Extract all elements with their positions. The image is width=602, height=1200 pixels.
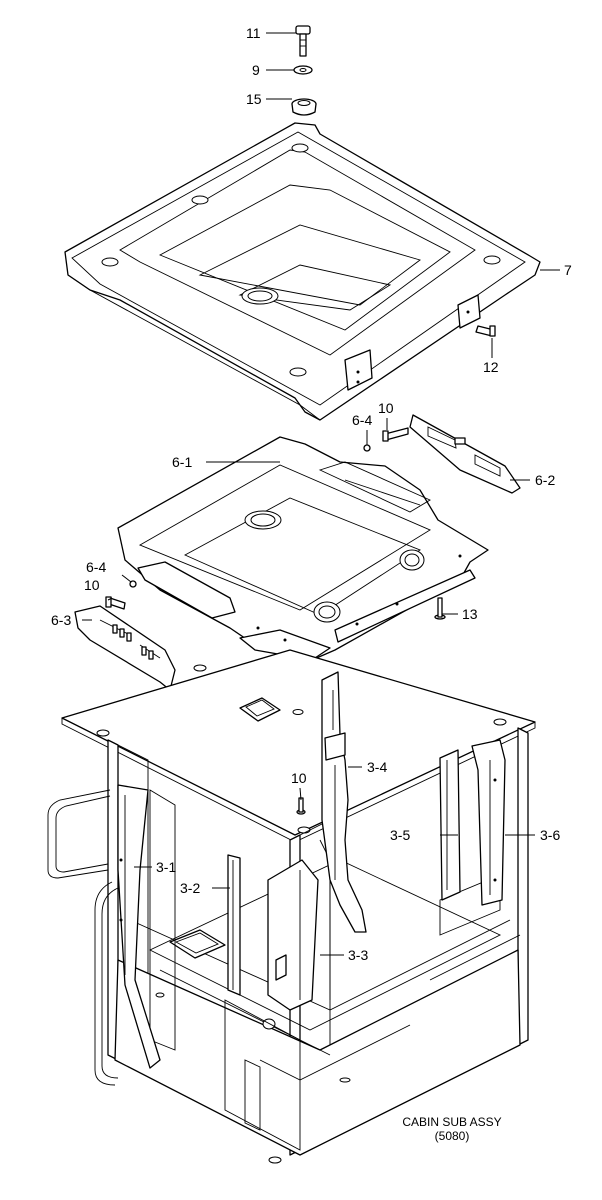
label-15: 15 bbox=[246, 91, 262, 107]
trim-3-2 bbox=[227, 854, 241, 996]
screw-10-lower bbox=[105, 596, 126, 610]
leader-lines bbox=[82, 32, 560, 956]
label-3-1: 3-1 bbox=[156, 859, 176, 875]
label-9: 9 bbox=[252, 62, 260, 78]
label-12: 12 bbox=[483, 359, 499, 375]
clip-6-4-upper bbox=[363, 444, 371, 452]
trim-6-3 bbox=[74, 605, 176, 691]
label-3-4: 3-4 bbox=[367, 759, 387, 775]
label-6-2: 6-2 bbox=[535, 472, 555, 488]
grommet-15 bbox=[291, 98, 317, 116]
label-13: 13 bbox=[462, 606, 478, 622]
screw-10-upper bbox=[382, 427, 409, 442]
caption-title: CABIN SUB ASSY bbox=[402, 1115, 501, 1129]
label-7: 7 bbox=[564, 262, 572, 278]
screw-12 bbox=[475, 325, 496, 337]
roof-panel-7 bbox=[64, 122, 541, 421]
label-3-5: 3-5 bbox=[390, 827, 410, 843]
label-10-upper: 10 bbox=[378, 400, 394, 416]
label-11: 11 bbox=[246, 25, 261, 41]
trim-3-3 bbox=[267, 859, 319, 1011]
trim-6-2 bbox=[409, 414, 521, 494]
label-3-3: 3-3 bbox=[348, 947, 368, 963]
label-6-4-lower: 6-4 bbox=[86, 559, 106, 575]
clip-6-4-lower bbox=[129, 580, 137, 588]
bolt-11 bbox=[295, 25, 311, 57]
trim-3-6 bbox=[471, 739, 506, 906]
screw-13 bbox=[434, 597, 446, 620]
label-3-6: 3-6 bbox=[540, 827, 560, 843]
part-labels: 11 9 15 7 12 6-4 10 6-1 6-2 6-4 10 6-3 1… bbox=[51, 25, 572, 963]
cabin-frame bbox=[47, 649, 536, 1164]
headliner-6-1 bbox=[117, 436, 489, 661]
caption-code: (5080) bbox=[435, 1129, 470, 1143]
label-6-3: 6-3 bbox=[51, 612, 71, 628]
label-10-lower: 10 bbox=[84, 577, 100, 593]
label-10-frame: 10 bbox=[291, 770, 307, 786]
trim-3-4 bbox=[321, 671, 367, 933]
label-6-1: 6-1 bbox=[172, 454, 192, 470]
washer-9 bbox=[293, 65, 313, 75]
label-3-2: 3-2 bbox=[180, 880, 200, 896]
caption: CABIN SUB ASSY (5080) bbox=[402, 1115, 501, 1143]
label-6-4-upper: 6-4 bbox=[352, 412, 372, 428]
trim-3-5 bbox=[439, 749, 461, 901]
trim-3-1 bbox=[117, 784, 161, 1069]
